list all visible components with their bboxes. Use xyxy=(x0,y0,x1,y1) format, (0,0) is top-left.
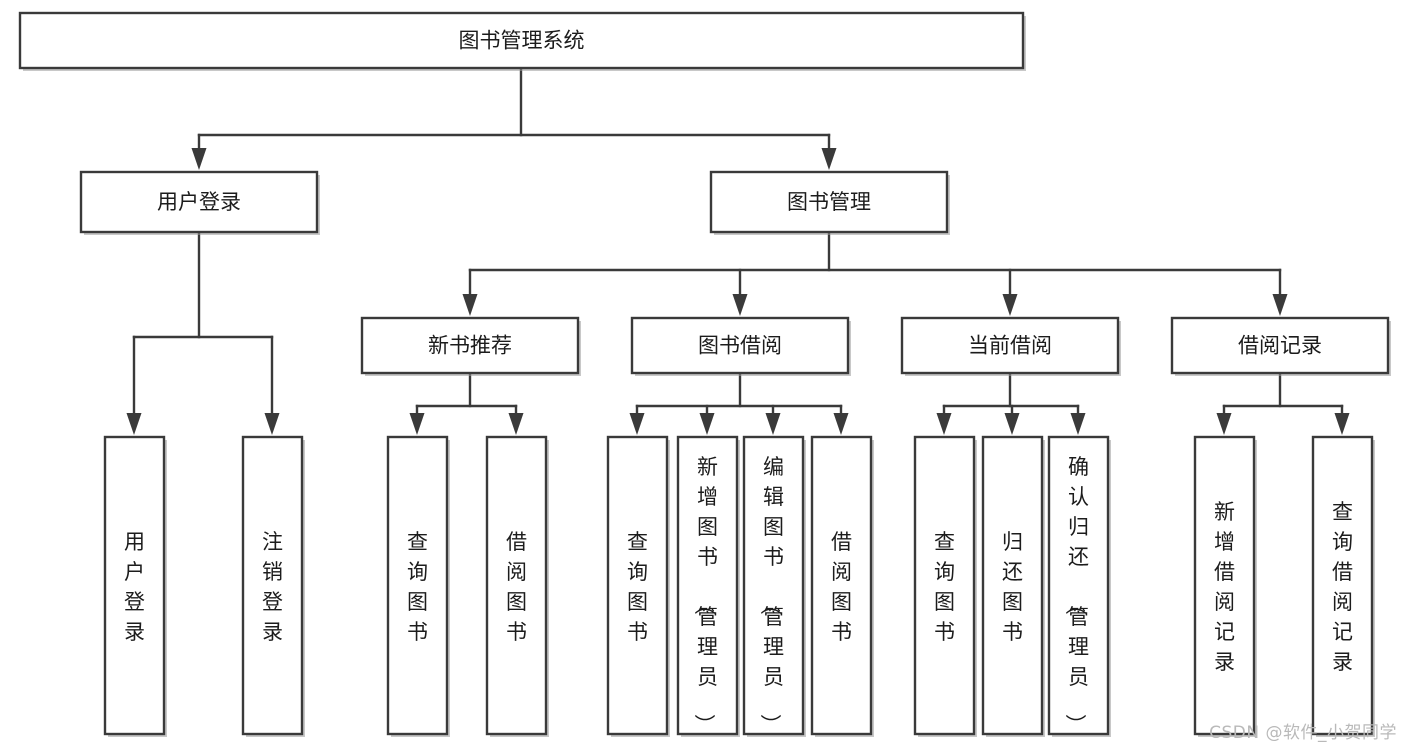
node-box[interactable] xyxy=(742,435,805,736)
node-current-borrow[interactable]: 当前借阅 xyxy=(900,316,1121,376)
connector-recommend-to-leaves xyxy=(409,371,524,435)
node-box[interactable] xyxy=(810,435,873,736)
connector-current-to-leaves xyxy=(936,371,1086,435)
node-label: 借阅图书 xyxy=(831,530,852,644)
watermark-text: CSDN @软件_小贺同学 xyxy=(1209,723,1397,743)
node-leaf-query-book-rec[interactable]: 查询图书 xyxy=(386,435,450,737)
node-leaf-query-book-cur[interactable]: 查询图书 xyxy=(913,435,977,737)
connector-bookmanage-to-level3 xyxy=(462,230,1288,316)
node-label: 查询借阅记录 xyxy=(1332,500,1353,674)
node-layer: 图书管理系统用户登录图书管理新书推荐图书借阅当前借阅借阅记录用户登录注销登录查询… xyxy=(18,11,1391,737)
node-box[interactable] xyxy=(1170,316,1390,375)
node-leaf-borrow-book-bor[interactable]: 借阅图书 xyxy=(810,435,874,737)
node-label: 确认归还（管理员） xyxy=(1063,455,1089,735)
node-label: 归还图书 xyxy=(1002,530,1023,644)
node-label: 新增借阅记录 xyxy=(1214,500,1235,674)
node-label: 用户登录 xyxy=(124,530,145,644)
node-box[interactable] xyxy=(79,170,319,234)
node-box[interactable] xyxy=(360,316,580,375)
node-label: 新书推荐 xyxy=(428,334,512,358)
node-box[interactable] xyxy=(630,316,850,375)
node-leaf-borrow-book-rec[interactable]: 借阅图书 xyxy=(485,435,549,737)
node-label: 借阅记录 xyxy=(1238,334,1322,358)
connector-layer xyxy=(126,66,1350,435)
node-label: 当前借阅 xyxy=(968,334,1052,358)
node-label: 图书管理 xyxy=(787,190,871,214)
node-label: 图书借阅 xyxy=(698,334,782,358)
node-box[interactable] xyxy=(1193,435,1256,736)
node-label: 注销登录 xyxy=(262,530,283,644)
node-leaf-confirm-return[interactable]: 确认归还（管理员） xyxy=(1047,435,1111,737)
connector-borrow-to-leaves xyxy=(629,371,849,435)
node-label: 查询图书 xyxy=(934,530,955,644)
node-box[interactable] xyxy=(900,316,1120,375)
node-leaf-user-logout[interactable]: 注销登录 xyxy=(241,435,305,737)
node-box[interactable] xyxy=(103,435,166,736)
node-leaf-return-book[interactable]: 归还图书 xyxy=(981,435,1045,737)
node-new-book-recommend[interactable]: 新书推荐 xyxy=(360,316,581,376)
node-label: 查询图书 xyxy=(407,530,428,644)
node-leaf-query-book-bor[interactable]: 查询图书 xyxy=(606,435,670,737)
node-book-manage[interactable]: 图书管理 xyxy=(709,170,950,235)
connector-userlogin-to-leaves xyxy=(126,230,280,435)
node-box[interactable] xyxy=(913,435,976,736)
node-box[interactable] xyxy=(981,435,1044,736)
node-borrow-record[interactable]: 借阅记录 xyxy=(1170,316,1391,376)
connector-record-to-leaves xyxy=(1216,371,1350,435)
node-leaf-query-record[interactable]: 查询借阅记录 xyxy=(1311,435,1375,737)
node-box[interactable] xyxy=(676,435,739,736)
node-box[interactable] xyxy=(485,435,548,736)
node-user-login[interactable]: 用户登录 xyxy=(79,170,320,235)
node-label: 新增图书（管理员） xyxy=(692,455,718,735)
node-label: 查询图书 xyxy=(627,530,648,644)
node-leaf-add-record[interactable]: 新增借阅记录 xyxy=(1193,435,1257,737)
node-label: 用户登录 xyxy=(157,190,241,214)
node-box[interactable] xyxy=(606,435,669,736)
node-box[interactable] xyxy=(386,435,449,736)
node-root-图书管理系统[interactable]: 图书管理系统 xyxy=(18,11,1026,71)
node-box[interactable] xyxy=(709,170,949,234)
node-leaf-edit-book[interactable]: 编辑图书（管理员） xyxy=(742,435,806,737)
node-box[interactable] xyxy=(18,11,1025,70)
node-leaf-user-login[interactable]: 用户登录 xyxy=(103,435,167,737)
node-book-borrow[interactable]: 图书借阅 xyxy=(630,316,851,376)
node-box[interactable] xyxy=(1311,435,1374,736)
connector-root-to-level2 xyxy=(191,66,837,170)
node-label: 借阅图书 xyxy=(506,530,527,644)
node-box[interactable] xyxy=(241,435,304,736)
node-label: 编辑图书（管理员） xyxy=(758,455,784,735)
node-box[interactable] xyxy=(1047,435,1110,736)
node-leaf-add-book[interactable]: 新增图书（管理员） xyxy=(676,435,740,737)
node-label: 图书管理系统 xyxy=(459,29,585,53)
